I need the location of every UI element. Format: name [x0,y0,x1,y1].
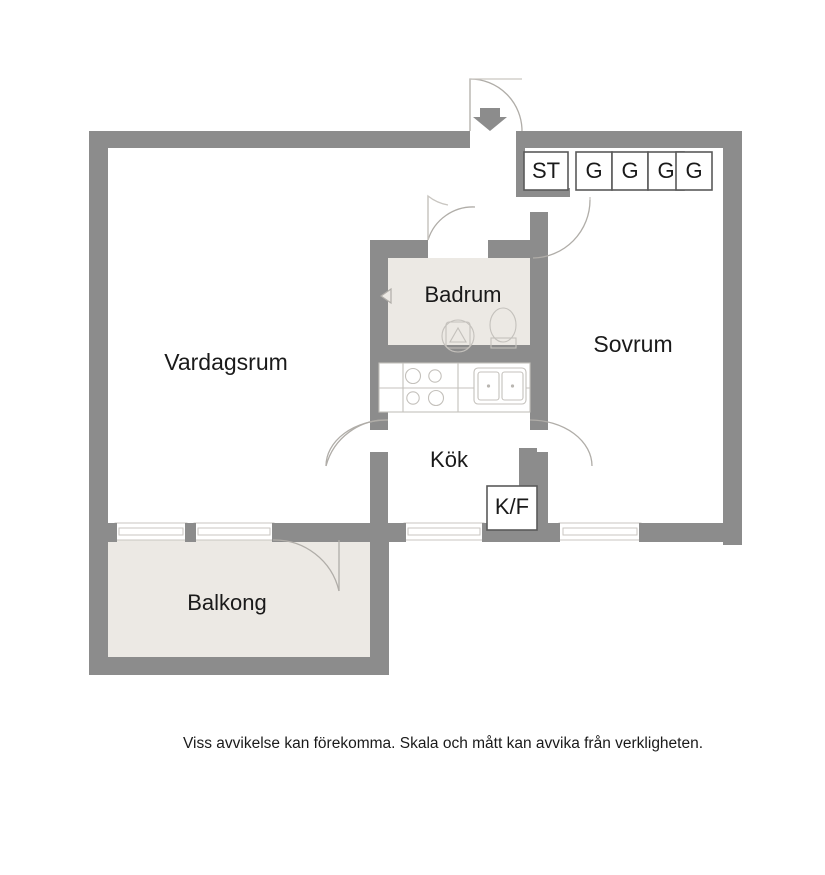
balcony-floor-fill [108,534,378,666]
sink-drain-right [510,384,515,388]
closet-box-g2-label: G [621,158,638,183]
wall-vent-marker-icon [379,287,392,305]
stove-burner-4 [427,389,445,407]
bathroom-door-arc [427,206,476,241]
wall-bath-kitchen-right [530,212,548,430]
entrance-door [469,78,523,132]
entrance-arrow-shape [473,108,507,131]
bathroom-fixtures [379,287,517,353]
toilet-cistern [490,337,517,349]
wall-bottom-seg-e [639,523,742,542]
kitchen-stove [404,367,445,407]
room-label-balkong: Balkong [187,590,267,615]
wall-bathroom-top-right [488,240,530,258]
room-label-sovrum: Sovrum [593,331,672,357]
balcony-door-arc [272,539,340,592]
disclaimer-caption: Viss avvikelse kan förekomma. Skala och … [183,735,703,752]
wall-balcony-left [89,523,108,675]
bathroom-door [427,194,476,241]
bedroom-door [532,197,591,259]
room-label-kok: Kök [430,447,469,472]
closet-box-g1-label: G [585,158,602,183]
bedroom-door-arc [532,199,591,259]
wall-bathroom-bottom [370,345,548,363]
wall-bathroom-top-left [370,240,428,258]
appliance-box-kf-label: K/F [495,494,529,519]
closet-box-g4-label: G [685,158,702,183]
drain-outer-circle [441,319,475,353]
stove-burner-1 [404,367,422,385]
drain-inner-square [445,321,471,349]
wall-balcony-right [370,523,389,675]
wall-left-outer [89,131,108,535]
stove-burner-3 [406,391,420,405]
wall-right-outer [723,131,742,545]
window-group [114,522,642,541]
wall-balcony-bottom [89,657,389,675]
wall-top-right [516,131,742,148]
balcony-window-right [193,522,275,541]
wall-st-bottom [516,188,570,197]
closet-box-g4-rect [675,151,713,191]
appliance-box-kf[interactable]: K/F [486,485,538,531]
kitchen-opening-left-arc-2 [325,419,389,467]
shower-drain [441,319,475,353]
entrance-arrow-icon [473,108,507,131]
bedroom-window [558,522,642,541]
room-label-vardagsrum: Vardagsrum [164,349,288,375]
closet-box-g2[interactable]: G [611,151,649,191]
drain-triangle [449,326,467,343]
closet-box-g1[interactable]: G [575,151,613,191]
kitchen-fixtures [378,362,531,413]
room-label-group: Vardagsrum Sovrum Badrum Kök Balkong [164,282,672,615]
wall-bottom-seg-b [272,523,380,542]
tinted-room-fills [108,258,530,666]
toilet-bowl [489,307,517,343]
kitchen-opening-right-arc [529,419,593,467]
closet-box-st-label: ST [532,158,560,183]
door-arcs [272,78,593,592]
closet-box-g3-label: G [657,158,674,183]
closet-box-group: ST G G G G K/F [486,151,713,531]
room-label-badrum: Badrum [424,282,501,307]
toilet-fixture [489,307,517,349]
closet-box-st-rect [523,151,569,191]
wall-bottom-pier-1 [185,523,196,542]
closet-box-g4[interactable]: G [675,151,713,191]
closet-box-g2-rect [611,151,649,191]
wall-st-left [516,148,525,196]
appliance-box-kf-rect [486,485,538,531]
kitchen-sink [473,367,527,405]
stove-burner-2 [428,369,442,383]
sink-drain-left [486,384,491,388]
kitchen-window [403,522,485,541]
closet-box-g1-rect [575,151,613,191]
closet-box-st[interactable]: ST [523,151,569,191]
wall-top-left [89,131,470,148]
balcony-window-left [114,522,188,541]
